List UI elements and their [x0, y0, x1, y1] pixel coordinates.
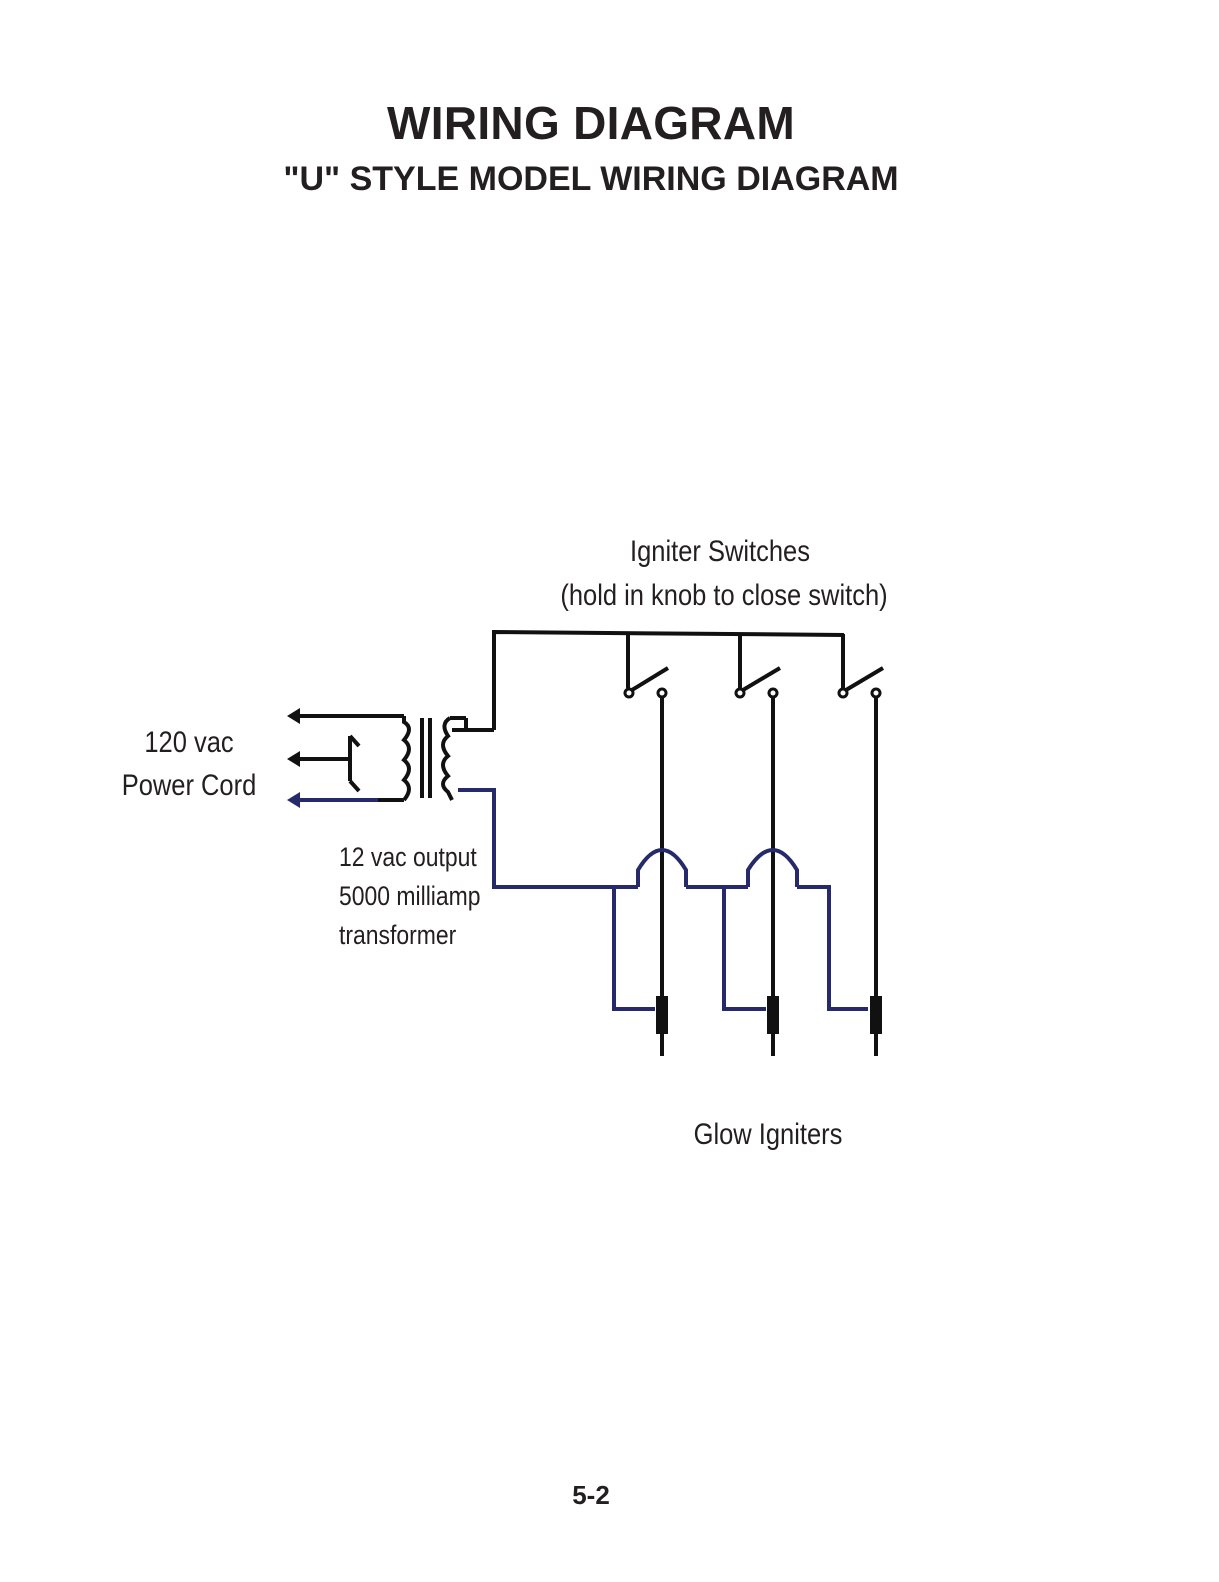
- glow-igniter-1: [656, 996, 668, 1034]
- igniter-switch-3: [839, 668, 883, 697]
- transformer-label-line1: 12 vac output: [339, 842, 477, 872]
- glow-igniter-2: [767, 996, 779, 1034]
- igniter-switch-2: [736, 668, 780, 697]
- igniter-switch-1: [625, 668, 668, 697]
- hot-wire-arrow-icon: [287, 708, 300, 724]
- ground-symbol-icon: [350, 736, 359, 791]
- power-cord-label-line1: 120 vac: [144, 725, 233, 758]
- page-number: 5-2: [0, 1480, 1182, 1511]
- ground-wire-arrow-icon: [287, 751, 300, 767]
- glow-igniter-3: [870, 996, 882, 1034]
- switches-label-line1: Igniter Switches: [630, 534, 810, 567]
- glow-igniters-label: Glow Igniters: [694, 1117, 843, 1150]
- neutral-wire-arrow-icon: [287, 792, 300, 808]
- transformer-label-line2: 5000 milliamp: [339, 881, 481, 911]
- transformer-label-line3: transformer: [339, 920, 456, 950]
- power-cord-label-line2: Power Cord: [122, 768, 257, 801]
- switch-supply-wire: [494, 632, 844, 730]
- transformer-icon: [404, 716, 494, 800]
- switches-label-line2: (hold in knob to close switch): [560, 578, 887, 611]
